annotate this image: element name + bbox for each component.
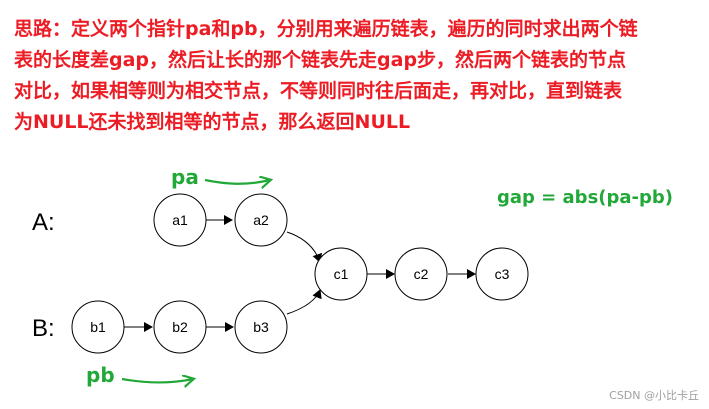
node-a1-label: a1: [172, 212, 188, 228]
node-b1-label: b1: [90, 319, 106, 335]
watermark: CSDN @小比卡丘: [609, 389, 699, 402]
gap-formula: gap = abs(pa-pb): [497, 187, 673, 208]
node-b2-label: b2: [172, 319, 188, 335]
description-line-2: 表的长度差gap，然后让长的那个链表先走gap步，然后两个链表的节点: [14, 49, 627, 71]
node-b3: b3: [234, 300, 288, 354]
node-a2: a2: [234, 193, 288, 247]
edge-a2-c1: [286, 231, 323, 263]
node-c3-label: c3: [495, 266, 510, 282]
node-c3: c3: [475, 247, 529, 301]
node-a1: a1: [153, 193, 207, 247]
edge-b3-c1: [286, 289, 322, 315]
description-line-1: 思路：定义两个指针pa和pb，分别用来遍历链表，遍历的同时求出两个链: [14, 18, 638, 40]
node-a2-label: a2: [253, 212, 269, 228]
pointer-pb-label: pb: [86, 363, 115, 387]
node-c1: c1: [314, 247, 368, 301]
description-text: 思路：定义两个指针pa和pb，分别用来遍历链表，遍历的同时求出两个链 表的长度差…: [14, 14, 704, 138]
node-c2-label: c2: [414, 266, 429, 282]
node-b2: b2: [153, 300, 207, 354]
node-c2: c2: [394, 247, 448, 301]
node-b1: b1: [71, 300, 125, 354]
list-a-label: A:: [32, 209, 55, 236]
pointer-pa-arrow: [204, 180, 270, 184]
list-b-label: B:: [32, 315, 55, 342]
node-b3-label: b3: [253, 319, 269, 335]
pointer-pa-label: pa: [171, 165, 199, 189]
pointer-pb-arrow: [121, 379, 193, 382]
description-line-4: 为NULL还未找到相等的节点，那么返回NULL: [14, 111, 411, 133]
description-line-3: 对比，如果相等则为相交节点，不等则同时往后面走，再对比，直到链表: [14, 80, 623, 102]
node-c1-label: c1: [334, 266, 349, 282]
